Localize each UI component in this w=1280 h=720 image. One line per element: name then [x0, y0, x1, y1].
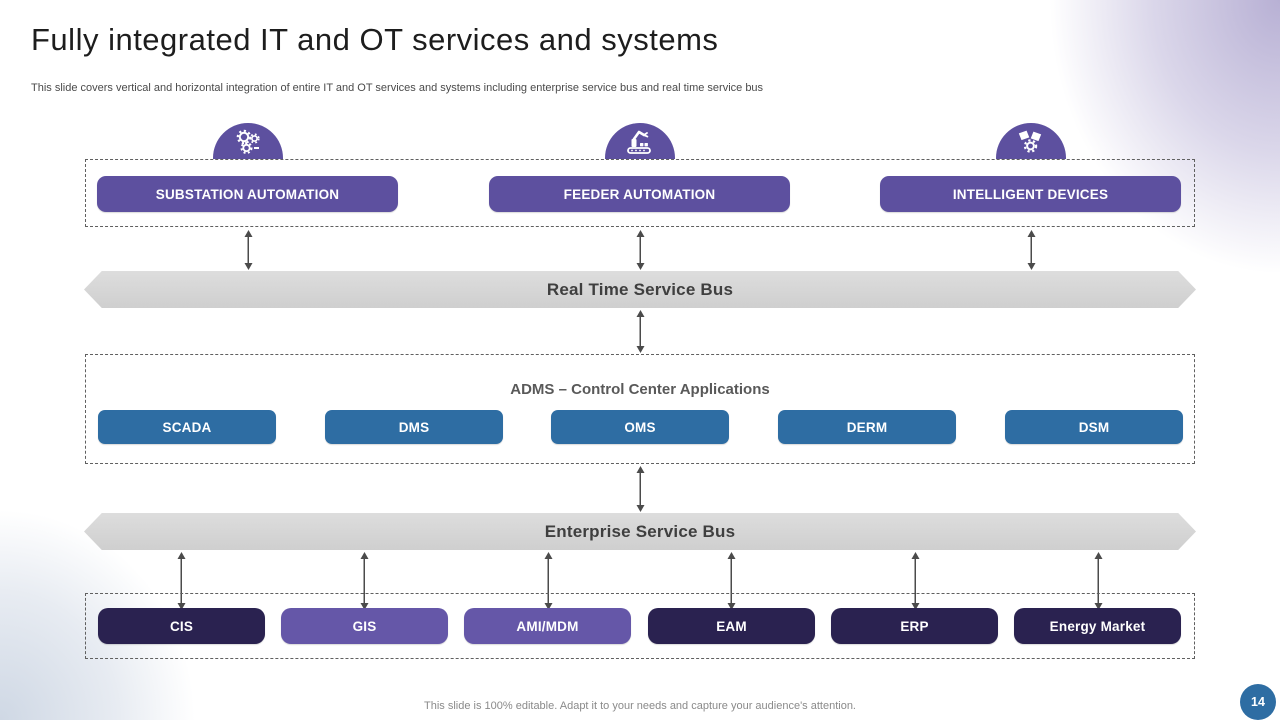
connector-arrow	[541, 552, 555, 610]
enterprise-service-bus[interactable]: Enterprise Service Bus	[84, 513, 1196, 550]
data-management-icon	[1018, 130, 1042, 153]
scada-label: SCADA	[162, 419, 212, 435]
substation-icon-badge	[213, 123, 283, 159]
energy-market-shape[interactable]: Energy Market	[1014, 608, 1181, 644]
feeder-icon-badge	[605, 123, 675, 159]
gears-icon	[236, 129, 260, 154]
dsm-shape[interactable]: DSM	[1005, 410, 1183, 444]
enterprise-service-bus-label: Enterprise Service Bus	[544, 521, 736, 541]
energy-market-label: Energy Market	[1049, 618, 1146, 634]
dsm-label: DSM	[1078, 419, 1110, 435]
corner-gradient-bottom-left	[0, 420, 260, 720]
intelligent-devices-shape[interactable]: INTELLIGENT DEVICES	[880, 176, 1181, 212]
ami-mdm-label: AMI/MDM	[516, 618, 579, 634]
erp-label: ERP	[900, 618, 929, 634]
connector-arrow	[1024, 230, 1038, 270]
connector-arrow	[908, 552, 922, 610]
derm-label: DERM	[846, 419, 888, 435]
erp-shape[interactable]: ERP	[831, 608, 998, 644]
cis-shape[interactable]: CIS	[98, 608, 265, 644]
page-title: Fully integrated IT and OT services and …	[31, 22, 719, 57]
adms-title: ADMS – Control Center Applications	[510, 381, 770, 398]
eam-label: EAM	[716, 618, 747, 634]
robotic-arm-icon	[627, 130, 651, 154]
ami-mdm-shape[interactable]: AMI/MDM	[464, 608, 631, 644]
feeder-automation-label: FEEDER AUTOMATION	[563, 186, 716, 202]
page-number-badge: 14	[1240, 684, 1276, 720]
cis-label: CIS	[169, 618, 194, 634]
real-time-service-bus-label: Real Time Service Bus	[546, 279, 734, 299]
connector-arrow	[633, 466, 647, 512]
connector-arrow	[633, 230, 647, 270]
top-ot-systems-box	[85, 159, 1195, 227]
connector-arrow	[357, 552, 371, 610]
derm-shape[interactable]: DERM	[778, 410, 956, 444]
feeder-automation-shape[interactable]: FEEDER AUTOMATION	[489, 176, 790, 212]
real-time-service-bus[interactable]: Real Time Service Bus	[84, 271, 1196, 308]
substation-automation-shape[interactable]: SUBSTATION AUTOMATION	[97, 176, 398, 212]
gis-shape[interactable]: GIS	[281, 608, 448, 644]
eam-shape[interactable]: EAM	[648, 608, 815, 644]
gis-label: GIS	[352, 618, 377, 634]
connector-arrow	[1091, 552, 1105, 610]
footer-note: This slide is 100% editable. Adapt it to…	[424, 700, 856, 712]
connector-arrow	[633, 310, 647, 353]
page-number: 14	[1251, 695, 1265, 709]
it-systems-box	[85, 593, 1195, 659]
intelligent-devices-label: INTELLIGENT DEVICES	[952, 186, 1109, 202]
connector-arrow	[174, 552, 188, 610]
oms-shape[interactable]: OMS	[551, 410, 729, 444]
oms-label: OMS	[624, 419, 656, 435]
adms-box	[85, 354, 1195, 464]
dms-label: DMS	[398, 419, 430, 435]
slide-subtitle: This slide covers vertical and horizonta…	[31, 82, 764, 94]
devices-icon-badge	[996, 123, 1066, 159]
scada-shape[interactable]: SCADA	[98, 410, 276, 444]
connector-arrow	[724, 552, 738, 610]
connector-arrow	[241, 230, 255, 270]
substation-automation-label: SUBSTATION AUTOMATION	[155, 186, 340, 202]
dms-shape[interactable]: DMS	[325, 410, 503, 444]
